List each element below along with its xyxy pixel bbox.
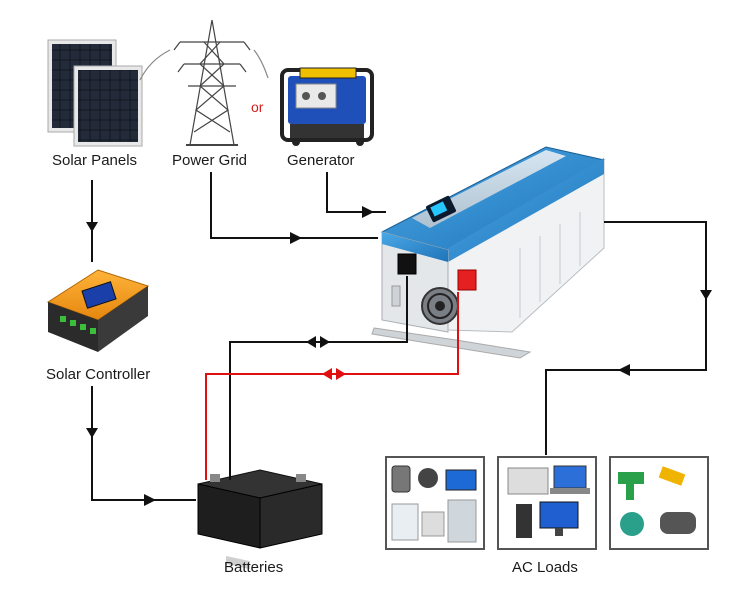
wire-inverter-to-loads [545, 221, 707, 455]
wire-battery-negative [229, 276, 408, 480]
arrow-down-icon [86, 222, 98, 232]
label-generator: Generator [287, 152, 355, 169]
arrow-right-icon [144, 494, 156, 506]
computer-icon [507, 465, 590, 538]
power-tool-icon [618, 466, 696, 536]
transmission-tower-icon [139, 19, 269, 146]
solar-controller-icon [46, 269, 150, 352]
inverter-icon [371, 146, 606, 359]
appliance-icon [391, 465, 477, 543]
wire-arrows [86, 206, 712, 506]
label-ac-loads: AC Loads [512, 559, 578, 576]
bidirectional-arrow-icon [322, 368, 332, 380]
bidirectional-arrow-icon [336, 368, 346, 380]
or-label: or [251, 99, 264, 115]
label-solar-controller: Solar Controller [46, 366, 151, 383]
bidirectional-arrow-icon [306, 336, 316, 348]
solar-panel-icon [47, 39, 143, 147]
wire-generator-to-inverter [326, 172, 386, 213]
load-box-appliances [385, 456, 485, 550]
generator-icon [280, 67, 374, 146]
label-power-grid: Power Grid [172, 152, 248, 169]
arrow-right-icon [290, 232, 302, 244]
load-box-computers [497, 456, 597, 550]
bidirectional-arrow-icon [320, 336, 330, 348]
wire-grid-to-inverter [210, 172, 378, 239]
arrow-down-icon [700, 290, 712, 300]
wire-controller-to-battery [91, 386, 196, 501]
load-box-tools [609, 456, 709, 550]
label-solar-panels: Solar Panels [52, 152, 138, 169]
arrow-down-icon [86, 428, 98, 438]
arrow-left-icon [618, 364, 630, 376]
arrow-right-icon [362, 206, 374, 218]
battery-icon [197, 469, 323, 570]
label-batteries: Batteries [224, 559, 284, 576]
